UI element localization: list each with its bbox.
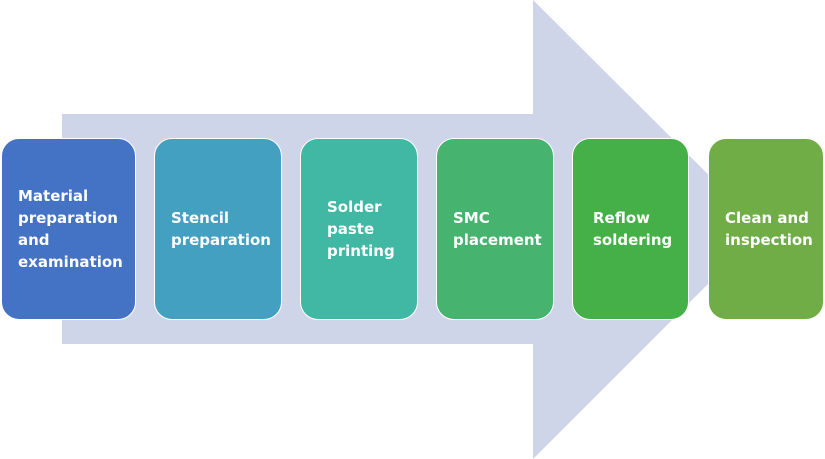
step-label: Clean and inspection [725, 209, 813, 249]
step-label: SMC placement [453, 209, 542, 249]
step-material-preparation: Material preparation and examination [1, 138, 136, 320]
step-label: Material preparation and examination [18, 187, 123, 271]
step-stencil-preparation: Stencil preparation [154, 138, 282, 320]
step-label: Stencil preparation [171, 209, 271, 249]
step-smc-placement: SMC placement [436, 138, 554, 320]
step-label: Reflow soldering [593, 209, 673, 249]
step-clean-and-inspection: Clean and inspection [708, 138, 824, 320]
step-reflow-soldering: Reflow soldering [572, 138, 689, 320]
step-solder-paste-printing: Solder paste printing [300, 138, 418, 320]
step-label: Solder paste printing [327, 198, 395, 260]
